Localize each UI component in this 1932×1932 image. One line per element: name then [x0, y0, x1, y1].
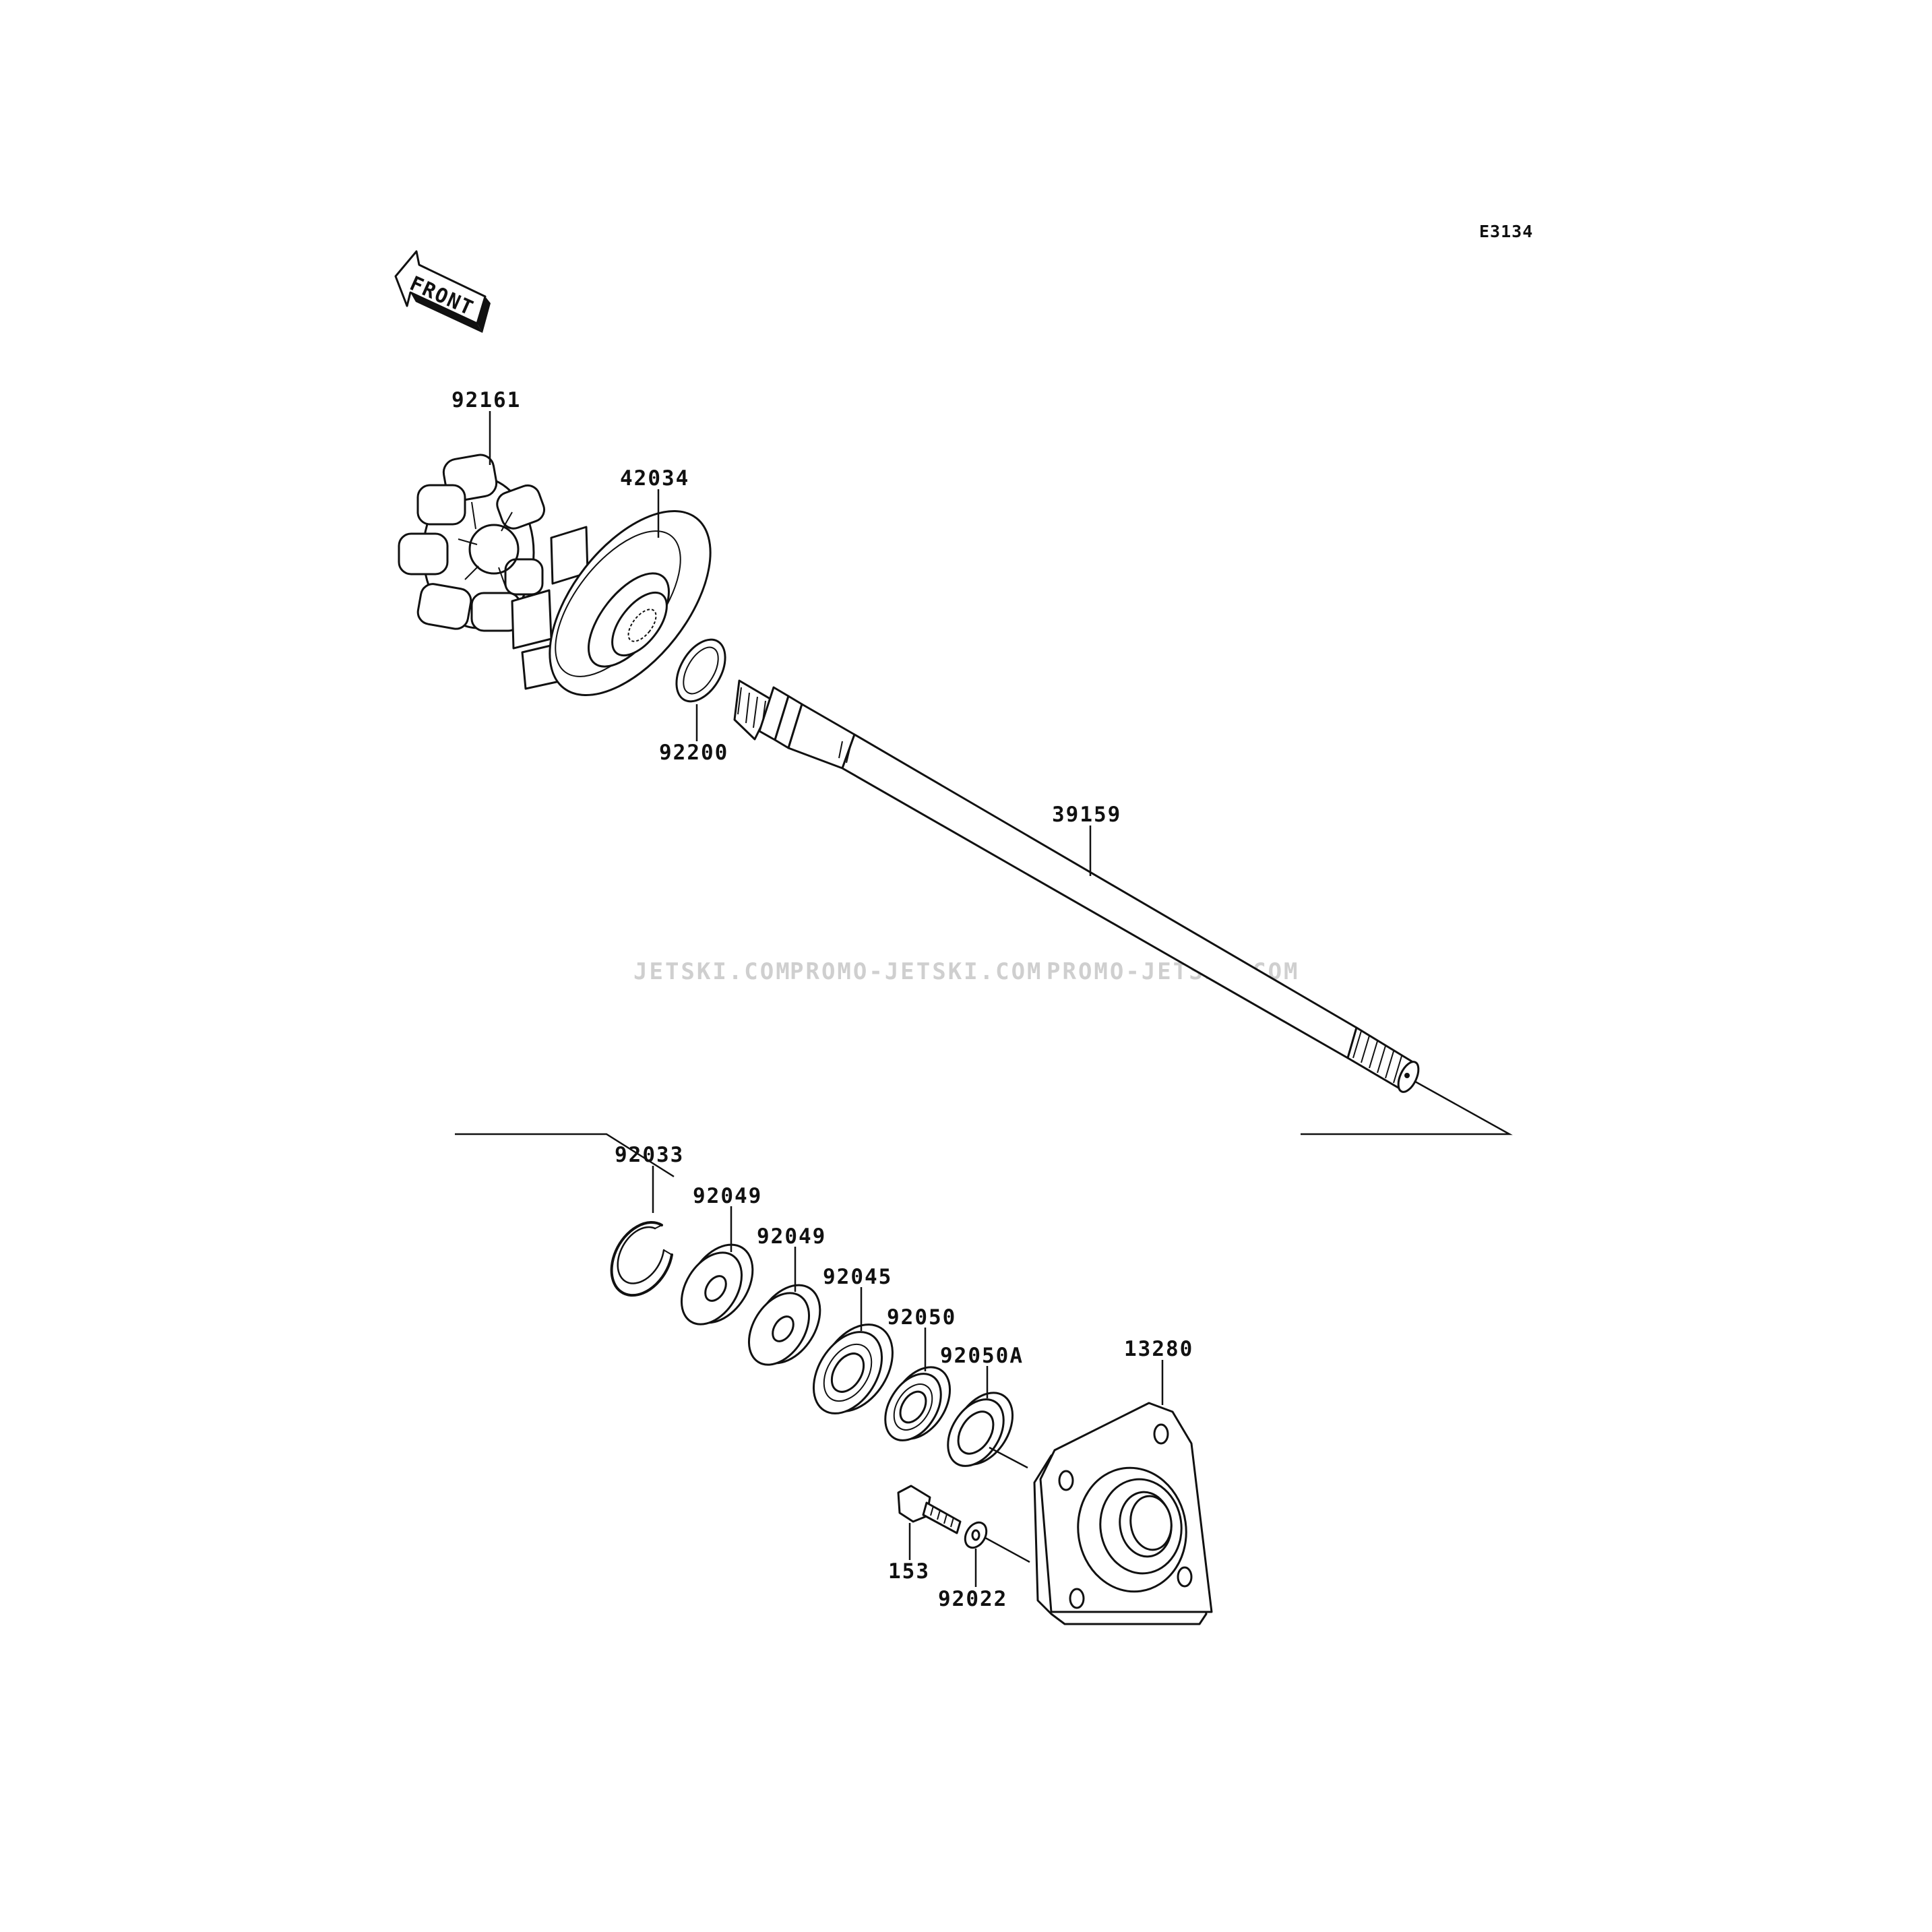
drive-shaft-39159-part: [733, 679, 1420, 1093]
housing-13280-part: [1033, 1402, 1213, 1625]
label-92045: 92045: [823, 1265, 892, 1289]
front-arrow-icon: FRONT: [394, 250, 491, 333]
assembly-line-washer: [985, 1536, 1030, 1563]
washer-92200-part: [675, 638, 726, 703]
coupler-42034-part: [511, 509, 712, 697]
label-92049-b: 92049: [757, 1224, 826, 1249]
label-92050a: 92050A: [940, 1344, 1024, 1368]
washer-92022-part: [964, 1521, 988, 1549]
continuation-line-right: [1301, 1080, 1513, 1135]
seal-92049-a-part: [680, 1243, 754, 1326]
circlip-92033-part: [610, 1221, 673, 1297]
label-92161: 92161: [451, 388, 521, 412]
label-92049-a: 92049: [693, 1184, 762, 1208]
label-92033: 92033: [615, 1143, 684, 1167]
label-153: 153: [888, 1559, 930, 1584]
label-92200: 92200: [659, 741, 728, 765]
diagram-code: E3134: [1479, 222, 1533, 241]
bolt-153-part: [897, 1485, 962, 1534]
bearing-92045-part: [812, 1323, 894, 1414]
assembly-line-seal: [989, 1446, 1028, 1469]
seal-92050a-part: [947, 1392, 1014, 1467]
watermark-2: PROMO-JETSKI.COM: [790, 958, 1043, 985]
watermark-1: JETSKI.COM: [633, 958, 792, 985]
bearing-92050-part: [884, 1366, 952, 1441]
label-39159: 39159: [1052, 803, 1121, 827]
label-42034: 42034: [620, 466, 689, 491]
label-92022: 92022: [938, 1587, 1007, 1611]
label-13280: 13280: [1124, 1337, 1193, 1361]
label-92050: 92050: [887, 1305, 956, 1330]
damper-92161-part: [398, 454, 546, 632]
seal-92049-b-part: [747, 1284, 821, 1366]
continuation-line-left: [455, 1133, 675, 1178]
